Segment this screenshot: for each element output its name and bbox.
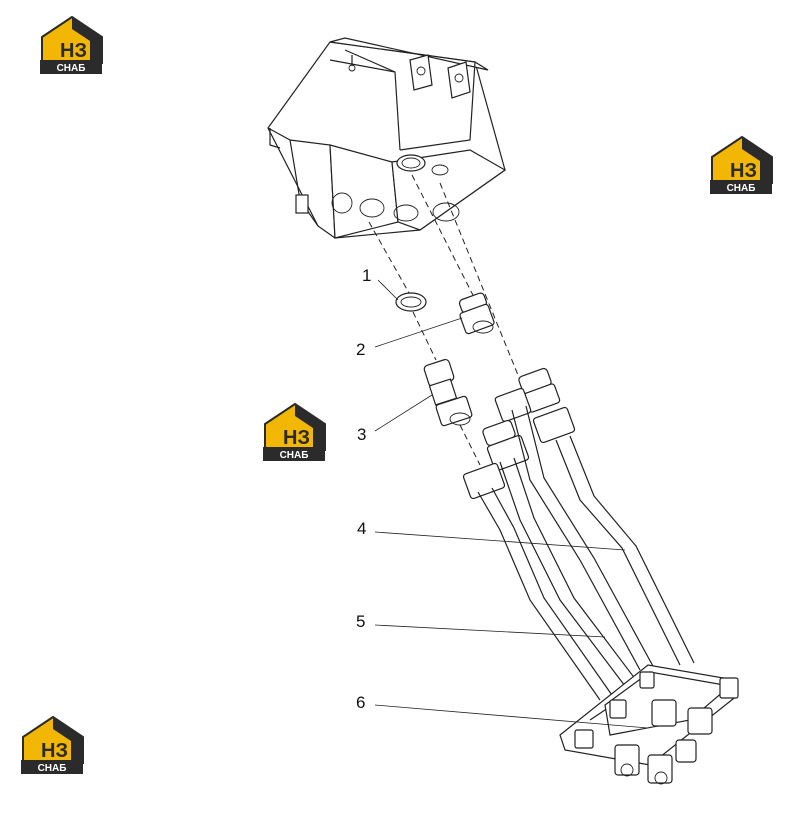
pipes: [477, 405, 695, 701]
hose-fittings: [462, 367, 576, 500]
valve-block: [267, 37, 507, 239]
watermark-caption: СНАБ: [57, 63, 86, 74]
watermark-logo: НЗ СНАБ: [39, 16, 103, 75]
watermark-logo: НЗ СНАБ: [709, 136, 773, 195]
callout-4: 4: [357, 519, 366, 538]
watermark-caption: СНАБ: [280, 450, 309, 461]
watermark-letters: НЗ: [730, 160, 757, 182]
watermark-caption: СНАБ: [727, 183, 756, 194]
watermark-letters: НЗ: [60, 40, 87, 62]
manifold-plate: [559, 664, 739, 785]
callout-2: 2: [356, 340, 365, 359]
watermark-logo: НЗ СНАБ: [262, 403, 326, 462]
fitting-part-2: [458, 292, 495, 335]
watermark-logo: НЗ СНАБ: [20, 716, 84, 775]
adapter-part-3: [423, 358, 473, 427]
callout-3: 3: [357, 425, 366, 444]
o-ring: [395, 292, 427, 312]
watermark-letters: НЗ: [283, 427, 310, 449]
watermark-caption: СНАБ: [38, 763, 67, 774]
callout-6: 6: [356, 693, 365, 712]
watermark-letters: НЗ: [41, 740, 68, 762]
callout-1: 1: [362, 266, 371, 285]
callout-5: 5: [356, 612, 365, 631]
